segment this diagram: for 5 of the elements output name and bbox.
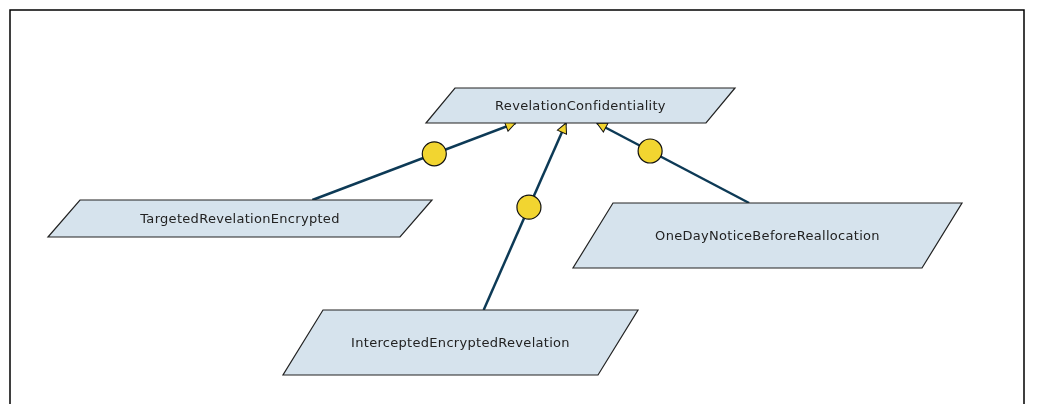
- class-name: InterceptedEncryptedRevelation: [351, 335, 570, 350]
- class-name: TargetedRevelationEncrypted: [140, 211, 340, 226]
- class-name: RevelationConfidentiality: [495, 98, 666, 113]
- class-name: OneDayNoticeBeforeReallocation: [655, 228, 880, 243]
- arrow: [482, 122, 568, 311]
